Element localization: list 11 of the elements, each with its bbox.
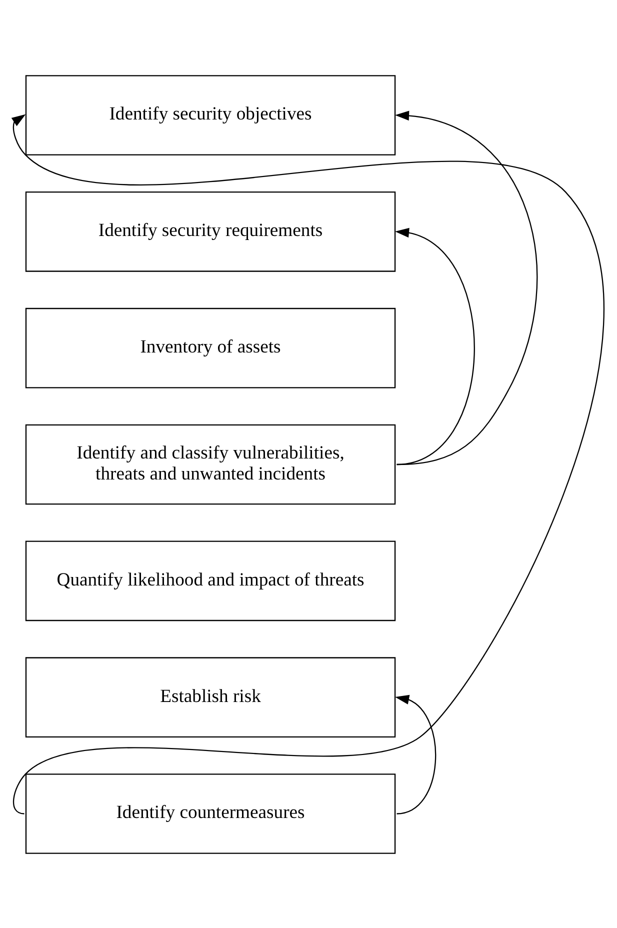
node-box: Establish risk (25, 656, 396, 737)
node-box: Identify security objectives (25, 74, 396, 155)
arrow (395, 110, 538, 465)
node-box: Quantify likelihood and impact of threats (25, 540, 396, 621)
node-box: Identify security requirements (25, 191, 396, 272)
arrow (395, 227, 475, 465)
node-box: Identify and classify vulnerabilities, threats and unwanted incidents (25, 424, 396, 504)
node-box: Identify countermeasures (25, 773, 396, 854)
arrow (11, 114, 604, 814)
arrow (395, 694, 436, 814)
node-box: Inventory of assets (25, 307, 396, 388)
